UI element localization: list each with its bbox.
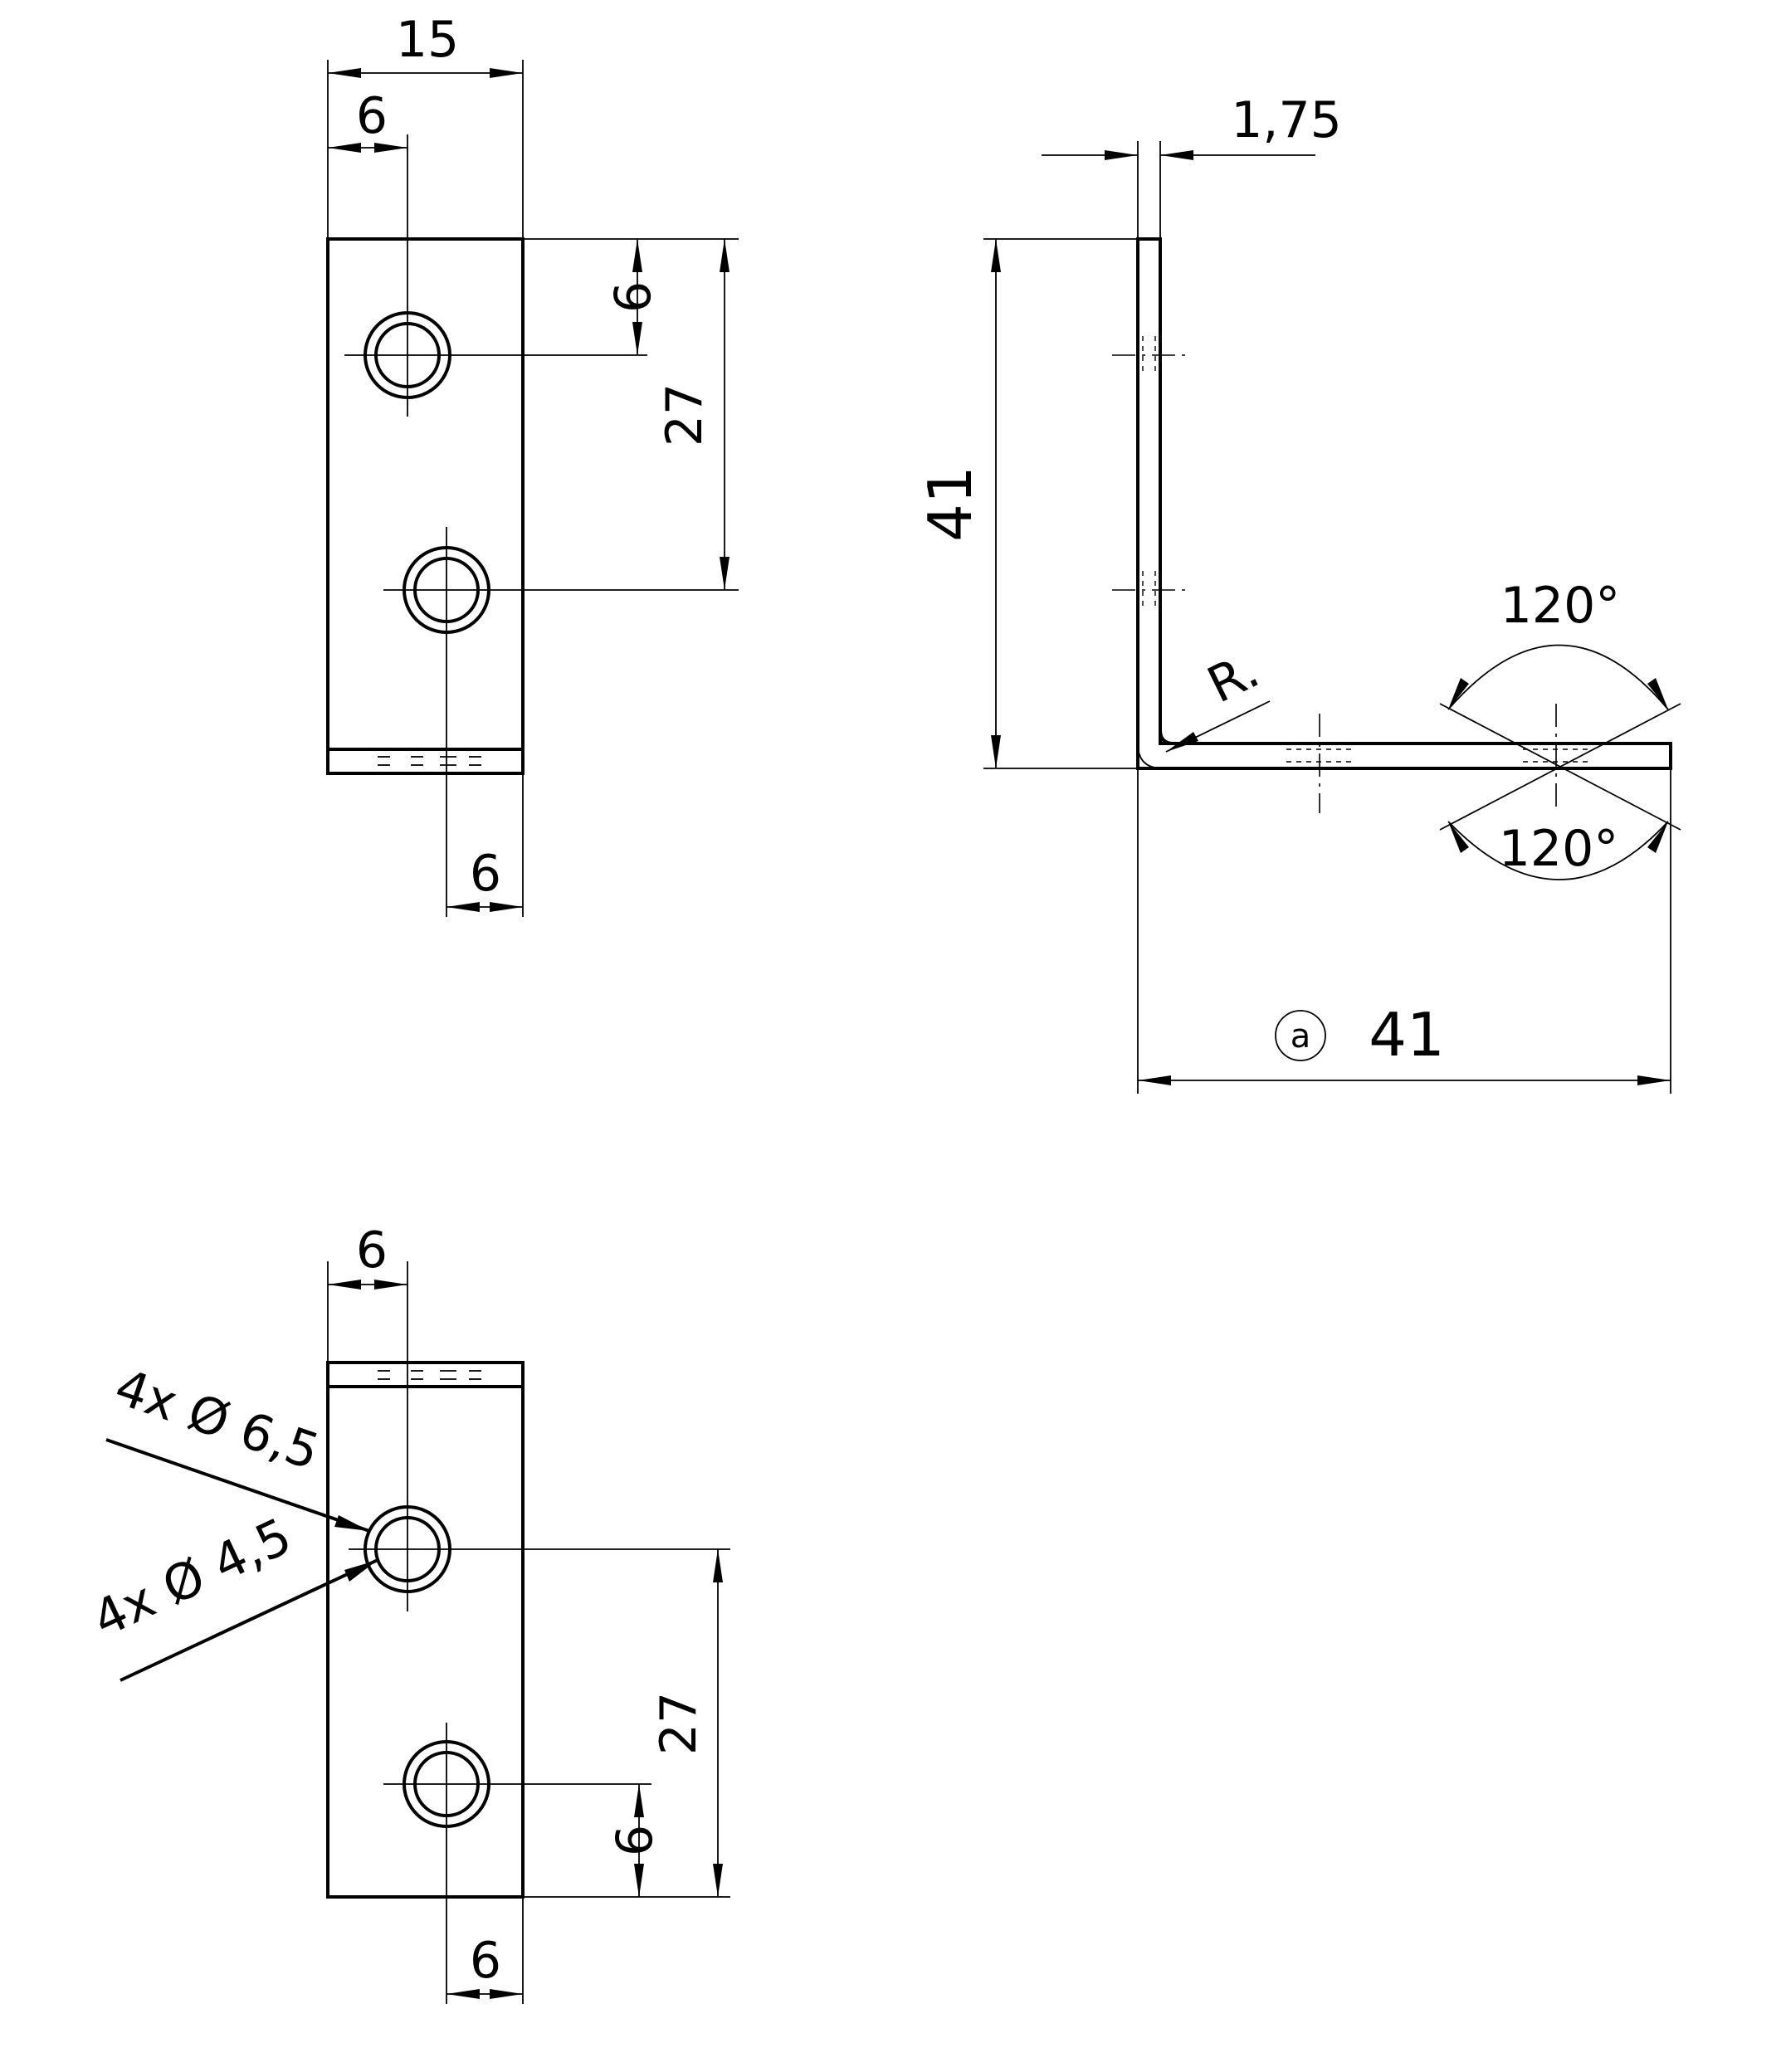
dim-bottom-hole-offset-bottom: 6 [446, 1932, 523, 1999]
top-view-hole-2 [383, 527, 739, 917]
dim-top-hole-from-top: 9 [602, 239, 660, 355]
top-view-outline [326, 237, 525, 775]
dim-top-width-label: 15 [396, 11, 459, 69]
dim-top-hole-offset: 6 [328, 87, 407, 153]
bottom-view: 6 4x Ø 6,5 4x Ø 4,5 27 9 [84, 1221, 730, 2004]
dim-thickness: 1,75 [1042, 91, 1342, 160]
callout-inner-diameter: 4x Ø 4,5 [84, 1507, 378, 1682]
dim-bottom-hole-offset: 6 [328, 1221, 407, 1290]
dim-angle-bottom: 120° [1447, 820, 1669, 880]
bottom-view-hidden-holes [378, 1370, 481, 1380]
dim-bottom-hole-offset-bottom-label: 6 [470, 1932, 501, 1990]
dim-side-length: a 41 [1138, 1000, 1671, 1085]
top-view-hole-1 [344, 134, 647, 417]
side-view-hidden-holes-horizontal [1286, 704, 1589, 813]
top-view-hidden-holes [378, 756, 481, 766]
dim-top-hole-spacing: 27 [656, 239, 729, 590]
bottom-view-outline [326, 1361, 525, 1899]
dim-angle-top: 120° [1447, 577, 1669, 710]
countersink-angle-lines [1439, 703, 1681, 831]
bottom-view-hole-1 [349, 1261, 730, 1611]
dim-side-height: 41 [915, 239, 1001, 768]
circle-marker [1275, 1010, 1326, 1061]
radius-callout: R. [1165, 641, 1271, 753]
dim-bottom-hole-spacing: 27 [650, 1549, 723, 1897]
side-view: 1,75 41 R. 120° 120° [915, 91, 1681, 1094]
side-view-hidden-holes-vertical [1112, 336, 1187, 609]
dim-angle-bottom-label: 120° [1499, 820, 1619, 878]
top-view: 15 6 9 27 6 [326, 11, 739, 917]
dim-top-width: 15 [328, 11, 523, 78]
dim-side-length-label: 41 [1369, 1000, 1445, 1070]
bottom-view-hole-2 [383, 1723, 651, 2004]
dim-angle-top-label: 120° [1500, 577, 1621, 635]
callout-outer-diameter: 4x Ø 6,5 [105, 1358, 370, 1533]
dim-top-hole-offset-label: 6 [356, 87, 388, 145]
dim-side-height-label: 41 [915, 466, 985, 542]
callout-outer-label: 4x Ø 6,5 [108, 1358, 326, 1482]
dim-thickness-label: 1,75 [1231, 91, 1342, 149]
dim-top-hole-spacing-label: 27 [656, 383, 714, 446]
dim-top-hole-offset-bottom: 6 [446, 845, 523, 912]
dim-bottom-hole-offset-label: 6 [356, 1221, 388, 1280]
dim-bottom-hole-spacing-label: 27 [650, 1692, 708, 1755]
circle-marker-label: a [1291, 1017, 1311, 1056]
radius-label: R. [1199, 641, 1268, 715]
callout-inner-label: 4x Ø 4,5 [84, 1507, 300, 1649]
dim-bottom-hole-from-bottom: 9 [603, 1784, 661, 1897]
dim-top-hole-from-top-label: 9 [602, 281, 660, 313]
dim-bottom-hole-from-bottom-label: 9 [603, 1825, 661, 1856]
dim-top-hole-offset-bottom-label: 6 [470, 845, 501, 903]
